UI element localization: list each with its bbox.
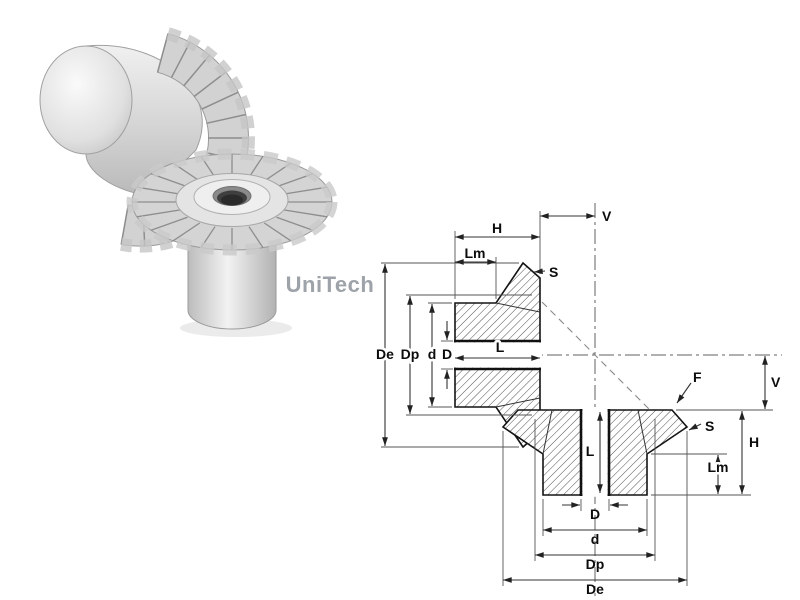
lower-gear-tooth-tips-highlight [126,148,338,256]
dim-label-de-left: De [376,346,394,362]
extension-lines [381,211,773,586]
dim-label-dp-left: Dp [401,346,420,362]
technical-drawing: H Lm S V De Dp d D L F V S H Lm L D d Dp… [374,203,782,597]
dim-label-h-right: H [749,434,759,450]
dim-label-lm-right: Lm [708,459,729,475]
dimension-lines [382,213,768,583]
dim-label-dp-bottom: Dp [586,556,605,572]
dim-label-d-bottom: d [591,531,600,547]
bottom-gear-section [501,408,689,497]
upper-gear-hub-face [39,45,133,155]
left-gear-bore [452,342,542,368]
dim-label-s-top: S [549,264,558,280]
lower-gear-hub-body [187,231,277,330]
dim-label-s-right: S [705,418,714,434]
dim-label-D-left: D [442,346,452,362]
dim-label-lm-top: Lm [465,245,486,261]
dim-label-f: F [693,369,702,385]
dim-label-v-right: V [771,374,781,390]
pitch-cone-line [524,284,666,426]
bevel-gears-photo [39,27,338,337]
dim-label-l-horizontal: L [496,339,505,355]
dim-label-D-bottom: D [590,506,600,522]
dim-label-h-top: H [492,220,502,236]
lower-gear [126,148,338,337]
bottom-gear-bore [582,408,608,497]
dim-label-d-left: d [428,346,437,362]
watermark: UniTech [286,272,375,297]
lower-gear-bore-deep [221,194,243,206]
dim-label-v-top: V [602,208,612,224]
dim-label-de-bottom: De [586,581,604,597]
dimension-labels: H Lm S V De Dp d D L F V S H Lm L D d Dp… [374,208,781,597]
dim-label-l-vertical: L [586,443,595,459]
